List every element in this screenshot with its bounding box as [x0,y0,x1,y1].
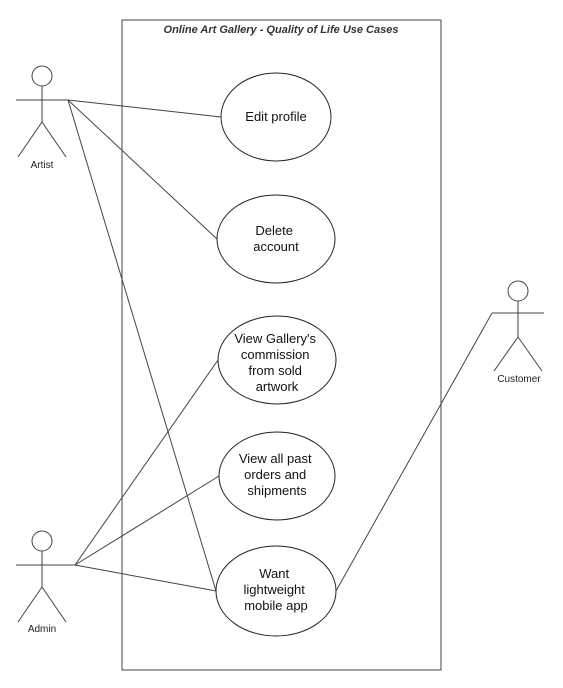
use-case-view-orders: View all past orders and shipments [218,431,336,521]
system-title: Online Art Gallery - Quality of Life Use… [164,24,399,36]
use-case-label: from sold [248,363,301,378]
associations [67,99,493,592]
svg-text:View Gallery's commissio: View Gallery's commission from sold artw… [234,331,319,394]
actor-admin: Admin [16,530,75,635]
use-case-label: lightweight [243,582,305,597]
use-case-label: account [253,239,299,254]
svg-text:Delete account: Delete account [253,223,299,254]
assoc-artist-edit-profile [67,99,222,118]
use-case-mobile-app: Want lightweight mobile app [215,545,337,637]
use-case-label: commission [241,347,310,362]
system-boundary [121,19,442,671]
actor-label: Customer [497,374,541,385]
use-case-label: View all past [239,451,312,466]
use-case-label: View Gallery's [234,331,316,346]
actor-label: Artist [31,160,54,171]
use-case-label: Want [259,566,289,581]
stick-figure-icon [492,280,544,372]
svg-text:View all past orders and: View all past orders and shipments [239,451,315,498]
use-case-label: Delete [255,223,293,238]
use-case-edit-profile: Edit profile [220,72,332,162]
actor-label: Admin [28,624,56,635]
use-case-label: shipments [247,483,307,498]
assoc-admin-view-commission [74,359,219,566]
assoc-admin-view-orders [74,475,220,566]
use-case-label: artwork [256,379,299,394]
actor-artist: Artist [16,65,68,171]
svg-text:Edit profile: Edit profile [245,109,306,124]
assoc-admin-mobile-app [74,564,217,592]
use-case-view-commission: View Gallery's commission from sold artw… [217,315,337,405]
use-case-delete-account: Delete account [216,194,336,284]
svg-text:Want lightweight m: Want lightweight mobile app [243,566,308,613]
assoc-artist-mobile-app [67,99,217,592]
actor-customer: Customer [492,280,544,385]
use-case-label: mobile app [244,598,308,613]
assoc-artist-delete-account [67,99,218,240]
stick-figure-icon [16,65,68,158]
stick-figure-icon [16,530,75,623]
assoc-customer-mobile-app [335,312,493,592]
use-case-label: Edit profile [245,109,306,124]
use-case-label: orders and [244,467,306,482]
